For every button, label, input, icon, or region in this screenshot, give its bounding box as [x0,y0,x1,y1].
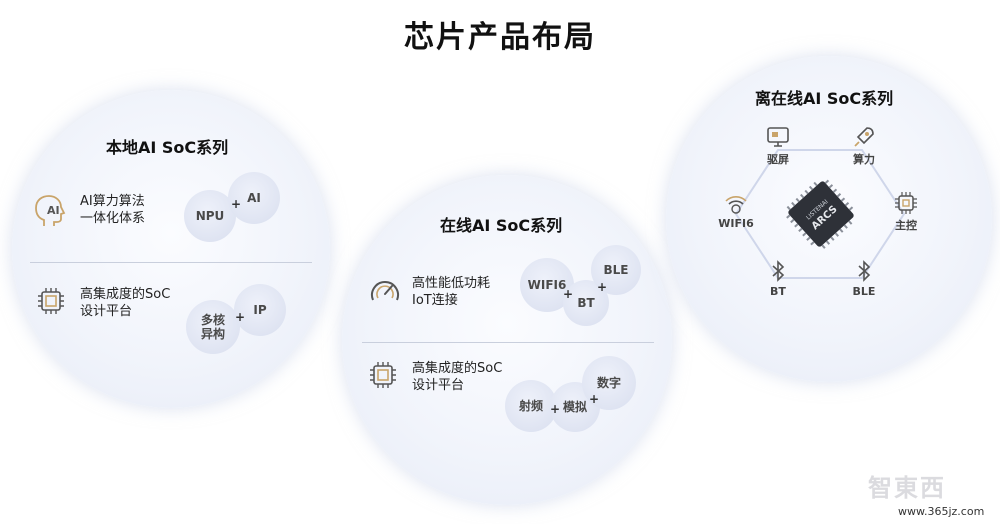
node-ble: BLE [834,258,894,298]
chip-icon [370,362,396,388]
node-bt: BT [748,258,808,298]
chip-graphic: LISTENAI ARCS [786,179,854,249]
local-feature2-text: 高集成度的SoC 设计平台 [80,287,171,319]
local-ai-soc-title: 本地AI SoC系列 [106,138,229,157]
bubble-ai: AI [228,172,280,224]
watermark-url: www.365jz.com [898,505,985,518]
bubble-npu: NPU [184,190,236,242]
local-ai-soc-circle [12,90,330,408]
bubble-ip: IP [234,284,286,336]
bubble-ble: BLE [591,245,641,295]
chip-icon [38,288,64,314]
gauge-icon [371,281,399,301]
offline-online-ai-soc-title: 离在线AI SoC系列 [755,89,894,108]
rocket-icon [854,127,874,147]
node-main-control: 主控 [876,190,936,233]
chip-icon [895,192,917,214]
hexagon-connection-lines [734,149,906,279]
local-divider [30,262,312,263]
plus-sign: + [563,287,574,301]
online-divider [362,342,654,343]
ai-head-icon: AI [35,195,66,226]
bluetooth-icon [858,260,871,282]
svg-text:AI: AI [47,204,60,217]
bubble-rf: 射频 [505,380,557,432]
wifi-icon [725,196,747,214]
page-title: 芯片产品布局 [404,20,596,55]
bubble-digital: 数字 [582,356,636,410]
online-ai-soc-title: 在线AI SoC系列 [440,216,563,235]
plus-sign: + [550,402,561,416]
watermark-logo: 智東西 [868,474,946,502]
node-compute: 算力 [834,124,894,167]
online-feature1-text: 高性能低功耗 IoT连接 [412,276,491,308]
plus-sign: + [231,197,242,211]
plus-sign: + [597,280,608,294]
node-display-driver: 驱屏 [748,124,808,167]
local-feature1-text: AI算力算法 一体化体系 [80,194,146,226]
node-wifi6: WIFI6 [706,190,766,230]
display-icon [767,127,789,147]
bluetooth-icon [772,260,785,282]
online-ai-soc-circle [342,175,672,505]
plus-sign: + [235,310,246,324]
plus-sign: + [589,392,600,406]
online-feature2-text: 高集成度的SoC 设计平台 [412,361,503,393]
bubble-multicore: 多核 异构 [186,300,240,354]
listenai-chip: LISTENAI ARCS [785,178,857,250]
